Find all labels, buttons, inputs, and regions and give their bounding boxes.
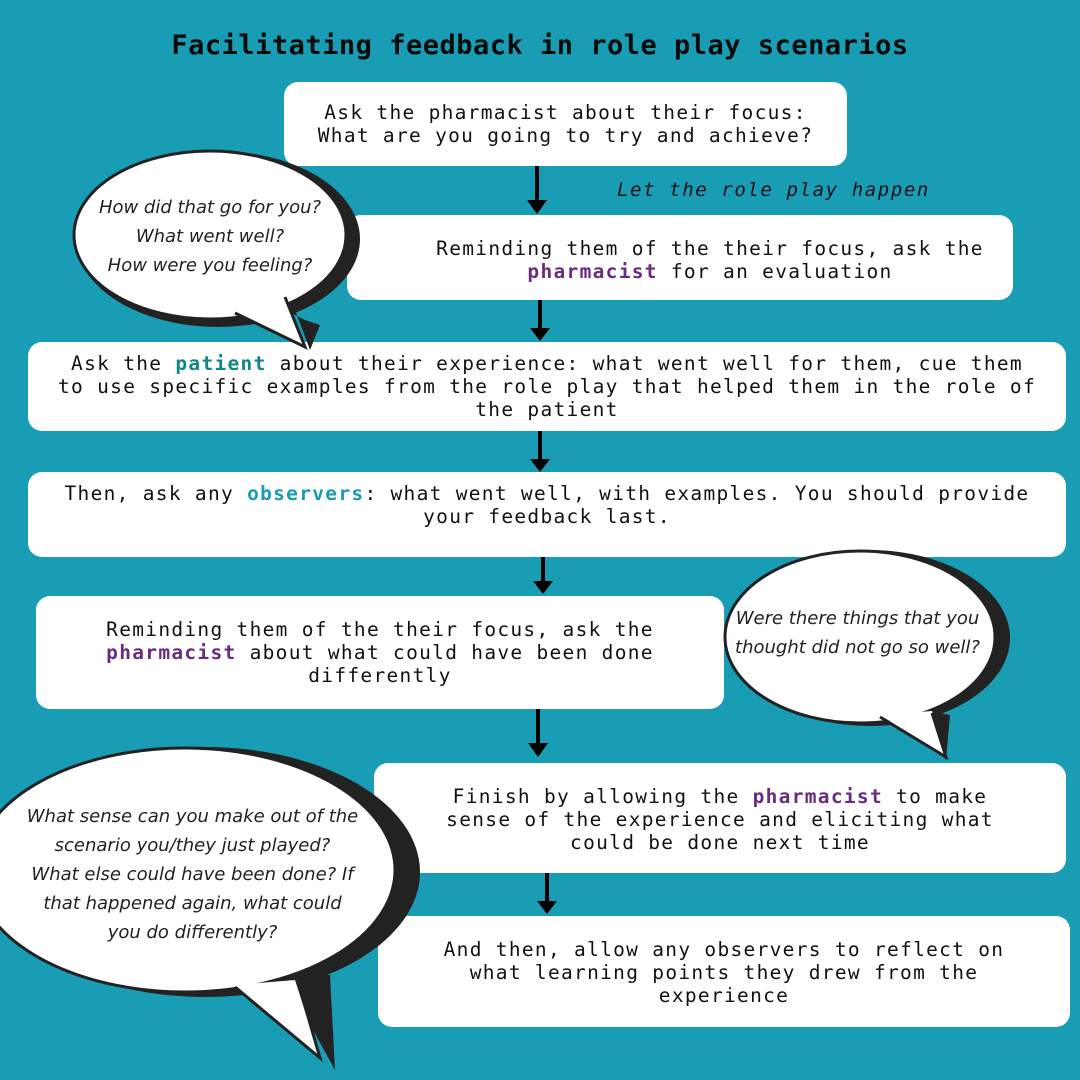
observers-highlight: observers (247, 482, 365, 505)
role-play-note: Let the role play happen (617, 179, 930, 201)
pharmacist-highlight: pharmacist (752, 785, 883, 808)
step-4-box: Then, ask any observers: what went well,… (28, 472, 1066, 557)
arrow-down-icon (530, 300, 550, 341)
speech-bubble-1 (72, 149, 360, 351)
step-5-box: Reminding them of the their focus, ask t… (36, 596, 724, 709)
step-2-box: Reminding them of the their focus, ask t… (347, 215, 1013, 300)
arrow-down-icon (537, 873, 557, 914)
arrow-down-icon (530, 431, 550, 472)
step-6-box: Finish by allowing the pharmacist to mak… (374, 763, 1066, 873)
patient-highlight: patient (175, 352, 267, 375)
step-1-text: Ask the pharmacist about their focus: Wh… (317, 101, 814, 147)
bubble-3-text: What sense can you make out of the scena… (26, 806, 359, 943)
arrow-down-icon (527, 166, 547, 214)
speech-bubble-2 (723, 549, 1010, 761)
arrow-down-icon (528, 709, 548, 757)
arrow-down-icon (533, 557, 553, 594)
bubble-2-text: Were there things that you thought did n… (735, 608, 980, 658)
speech-bubble-3 (0, 746, 420, 1070)
step-7-box: And then, allow any observers to reflect… (378, 916, 1070, 1027)
pharmacist-highlight: pharmacist (106, 641, 237, 664)
step-1-box: Ask the pharmacist about their focus: Wh… (284, 82, 847, 166)
bubble-1-text: How did that go for you? What went well?… (98, 197, 322, 276)
pharmacist-highlight: pharmacist (527, 260, 658, 283)
step-3-box: Ask the patient about their experience: … (28, 342, 1066, 431)
page-title: Facilitating feedback in role play scena… (171, 30, 909, 61)
